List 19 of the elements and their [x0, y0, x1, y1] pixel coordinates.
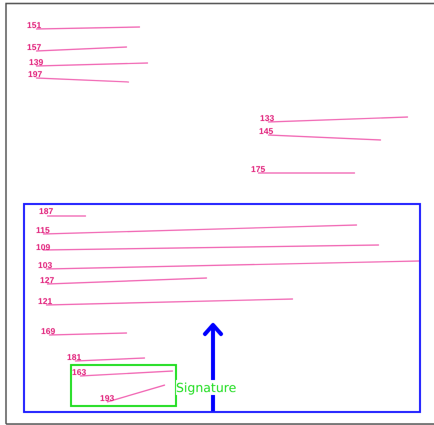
callout-number: 181 — [67, 352, 82, 362]
callout-number: 121 — [38, 296, 52, 306]
callout-number: 175 — [251, 164, 266, 174]
callout-number: 133 — [260, 113, 274, 123]
callout-number: 193 — [100, 393, 114, 403]
callout-number: 157 — [27, 42, 42, 52]
callout-number: 169 — [41, 326, 56, 336]
callout-number: 139 — [29, 57, 44, 67]
callout-number: 115 — [36, 225, 50, 235]
content-region-box — [23, 203, 421, 413]
callout-number: 109 — [36, 242, 50, 252]
callout-number: 187 — [39, 206, 54, 216]
callout-number: 197 — [28, 69, 42, 79]
callout-number: 151 — [27, 20, 42, 30]
callout-number: 127 — [40, 275, 54, 285]
region-label: Signature — [176, 380, 236, 395]
callout-number: 163 — [72, 367, 86, 377]
callout-number: 103 — [38, 260, 52, 270]
callout-number: 145 — [259, 126, 274, 136]
